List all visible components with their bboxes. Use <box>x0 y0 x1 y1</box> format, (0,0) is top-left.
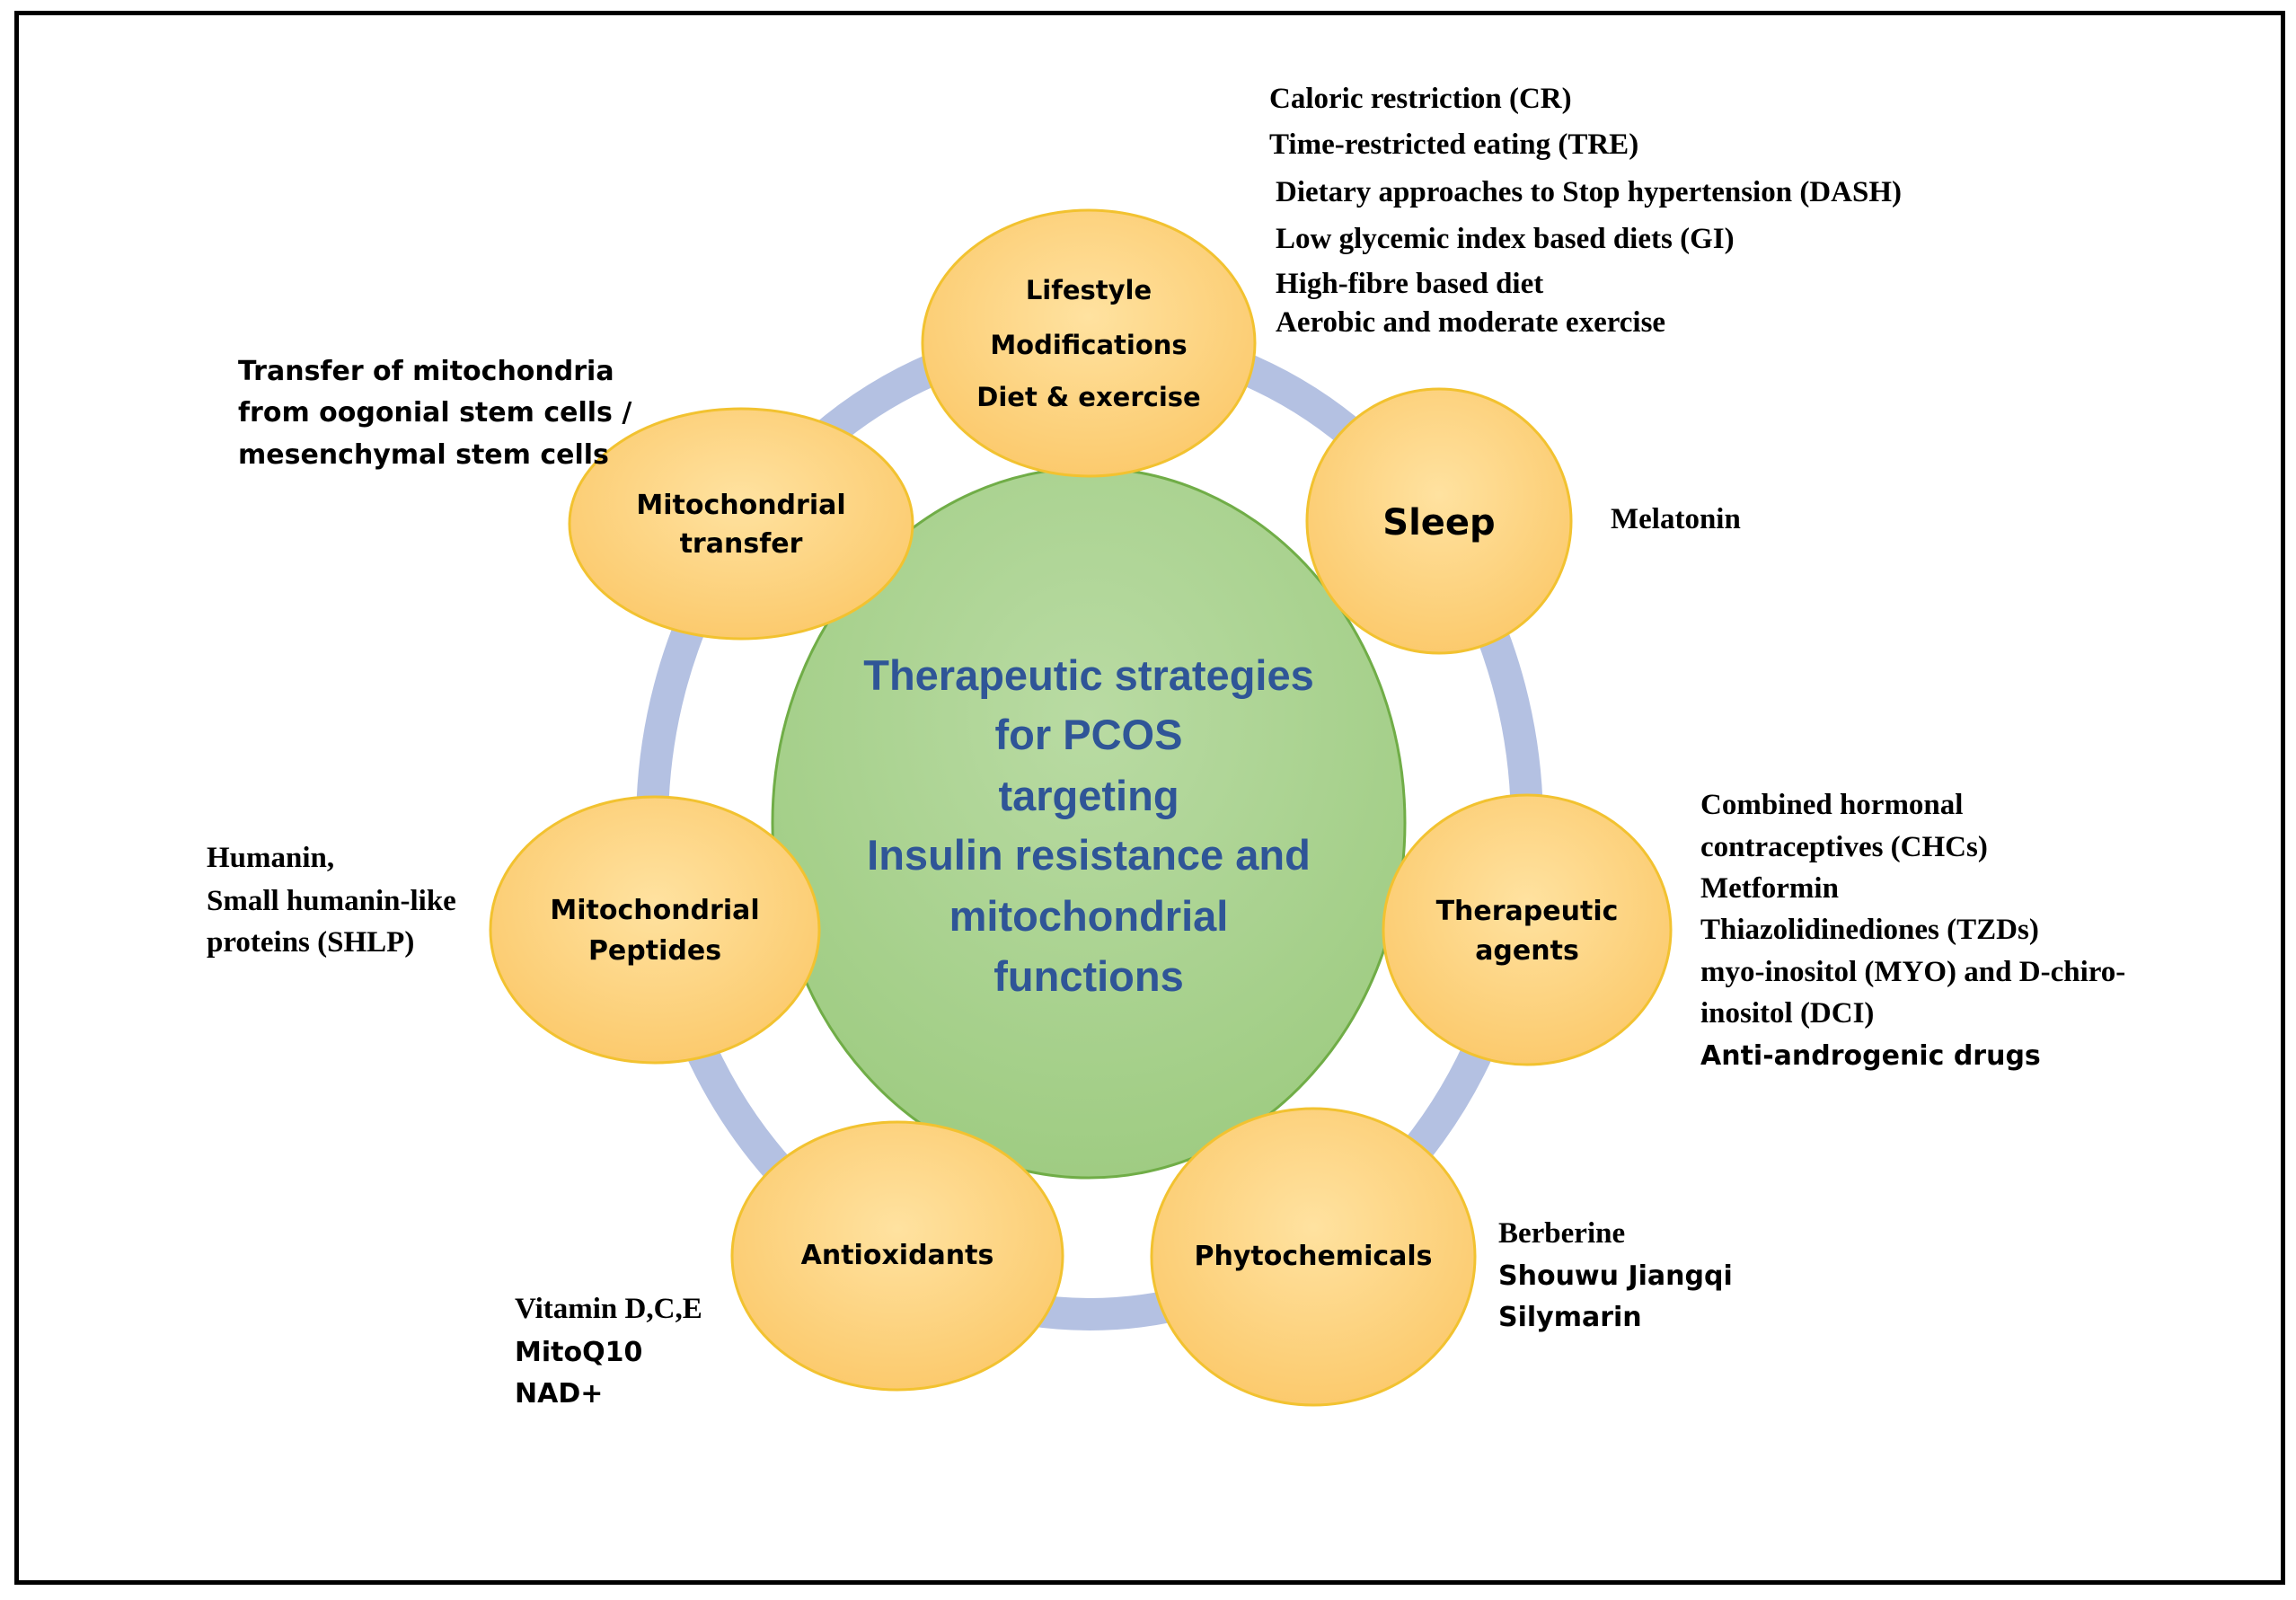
node-antioxidants-circle <box>730 1120 1064 1392</box>
annotation-sleep: Melatonin <box>1611 503 1741 535</box>
annotation-peptides-item: Humanin, <box>207 842 334 874</box>
annotation-therapeutic-item: contraceptives (CHCs) <box>1700 831 1988 863</box>
annotation-lifestyle-item: Dietary approaches to Stop hypertension … <box>1276 176 1902 208</box>
node-lifestyle-label: Diet & exercise <box>976 382 1200 412</box>
center-title-line: Insulin resistance and <box>867 831 1311 879</box>
node-transfer-circle <box>568 407 914 641</box>
node-therapeutic-label: Therapeutic <box>1436 896 1619 927</box>
node-lifestyle-circle <box>921 208 1257 478</box>
annotation-therapeutic-item: Combined hormonal <box>1700 789 1963 821</box>
annotation-phytochemicals: Berberine Shouwu Jiangqi Silymarin <box>1498 1217 1733 1333</box>
node-peptides-label: Mitochondrial <box>550 895 759 926</box>
annotation-lifestyle-item: Low glycemic index based diets (GI) <box>1276 223 1735 255</box>
annotation-therapeutic-item: Thiazolidinediones (TZDs) <box>1700 914 2039 946</box>
center-title-line: mitochondrial <box>949 892 1229 940</box>
node-antioxidants-label: Antioxidants <box>801 1240 994 1271</box>
node-transfer-label: transfer <box>680 528 803 560</box>
node-therapeutic-label: agents <box>1475 935 1579 967</box>
annotation-phytochemicals-item: Berberine <box>1498 1217 1625 1250</box>
annotation-therapeutic-item: Metformin <box>1700 872 1839 905</box>
annotation-phytochemicals-item: Shouwu Jiangqi <box>1498 1260 1733 1292</box>
node-lifestyle-label: Lifestyle <box>1026 275 1152 305</box>
node-sleep: Sleep <box>1305 387 1573 655</box>
annotation-therapeutic-agents: Combined hormonal contraceptives (CHCs) … <box>1700 789 2125 1072</box>
node-peptides-circle <box>489 795 821 1065</box>
annotation-mitochondrial-transfer: Transfer of mitochondria from oogonial s… <box>238 356 631 471</box>
node-lifestyle: Lifestyle Modifications Diet & exercise <box>921 208 1257 478</box>
annotation-lifestyle-item: Time-restricted eating (TRE) <box>1269 128 1638 161</box>
annotation-phytochemicals-item: Silymarin <box>1498 1302 1642 1333</box>
node-lifestyle-label: Modifications <box>990 330 1187 360</box>
annotation-therapeutic-item: Anti-androgenic drugs <box>1700 1040 2041 1072</box>
node-antioxidants: Antioxidants <box>730 1120 1064 1392</box>
center-title-line: Therapeutic strategies <box>863 651 1314 699</box>
center-title-line: functions <box>993 952 1183 1000</box>
annotation-peptides-item: Small humanin-like <box>207 885 456 917</box>
annotation-antioxidants: Vitamin D,C,E MitoQ10 NAD+ <box>515 1293 702 1410</box>
annotation-peptides-item: proteins (SHLP) <box>207 926 414 959</box>
annotation-therapeutic-item: inositol (DCI) <box>1700 997 1874 1030</box>
center-title-line: for PCOS <box>995 711 1183 758</box>
annotation-transfer-item: Transfer of mitochondria <box>238 356 614 387</box>
annotation-lifestyle-item: High-fibre based diet <box>1276 268 1543 300</box>
node-sleep-label: Sleep <box>1382 502 1495 544</box>
annotation-transfer-item: mesenchymal stem cells <box>238 439 609 471</box>
center-title: Therapeutic strategies for PCOS targetin… <box>863 651 1314 1000</box>
node-phytochemicals-circle <box>1150 1107 1477 1407</box>
annotation-transfer-item: from oogonial stem cells / <box>238 397 631 429</box>
annotation-therapeutic-item: myo-inositol (MYO) and D-chiro- <box>1700 956 2125 988</box>
annotation-mitochondrial-peptides: Humanin, Small humanin-like proteins (SH… <box>207 842 456 959</box>
node-peptides-label: Peptides <box>588 935 721 967</box>
node-transfer-label: Mitochondrial <box>636 490 845 521</box>
node-therapeutic-circle <box>1382 793 1673 1066</box>
center-title-line: targeting <box>998 772 1179 819</box>
annotation-lifestyle-item: Caloric restriction (CR) <box>1269 83 1572 115</box>
annotation-sleep-item: Melatonin <box>1611 503 1741 535</box>
annotation-lifestyle-item: Aerobic and moderate exercise <box>1276 306 1665 339</box>
node-phytochemicals: Phytochemicals <box>1150 1107 1477 1407</box>
node-sleep-circle <box>1305 387 1573 655</box>
node-mitochondrial-peptides: Mitochondrial Peptides <box>489 795 821 1065</box>
annotation-antioxidants-item: Vitamin D,C,E <box>515 1293 702 1325</box>
annotation-lifestyle: Caloric restriction (CR) Time-restricted… <box>1269 83 1902 339</box>
node-phytochemicals-label: Phytochemicals <box>1194 1241 1432 1272</box>
node-mitochondrial-transfer: Mitochondrial transfer <box>568 407 914 641</box>
node-therapeutic-agents: Therapeutic agents <box>1382 793 1673 1066</box>
annotation-antioxidants-item: NAD+ <box>515 1378 603 1410</box>
annotation-antioxidants-item: MitoQ10 <box>515 1337 642 1368</box>
